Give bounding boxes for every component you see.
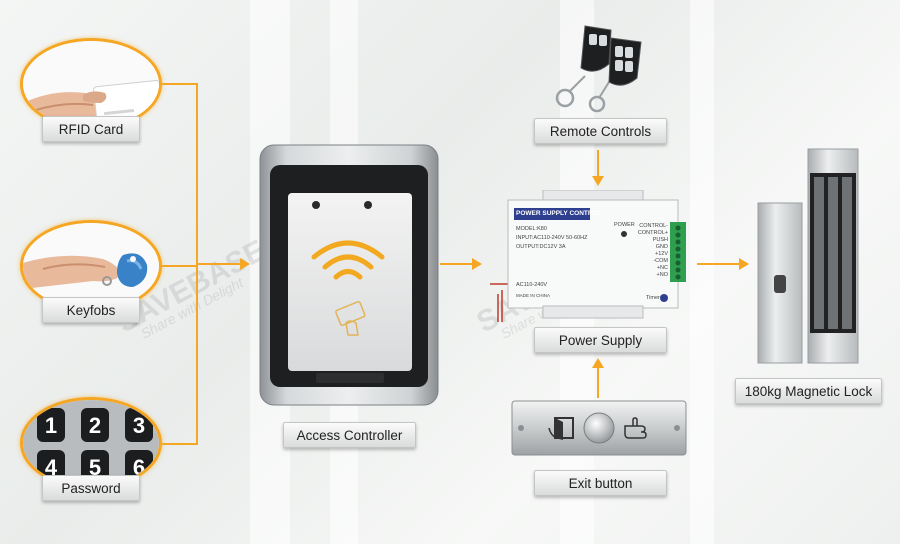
psu-output: OUTPUT:DC12V 3A (516, 244, 566, 250)
arrow-down-icon (592, 176, 604, 186)
power-supply-label: Power Supply (534, 327, 667, 353)
access-controller-device (258, 143, 440, 407)
connector-line (196, 263, 240, 265)
connector-line (440, 263, 472, 265)
svg-text:3: 3 (133, 413, 145, 438)
remote-controls-label: Remote Controls (534, 118, 667, 144)
rfid-waves-icon (311, 240, 385, 280)
magnetic-lock-label: 180kg Magnetic Lock (735, 378, 882, 404)
psu-terminal-label: GND (655, 244, 668, 250)
rfid-card-label: RFID Card (42, 116, 140, 142)
psu-terminal-label: CONTROL+ (637, 230, 668, 236)
psu-terminal-label: +12V (655, 251, 668, 257)
svg-text:4: 4 (45, 455, 58, 480)
arrow-right-icon (472, 258, 482, 270)
remote-controls-photo (545, 20, 655, 115)
svg-text:1: 1 (45, 413, 57, 438)
keyfobs-label: Keyfobs (42, 297, 140, 323)
connector-line (697, 263, 739, 265)
door-exit-icon (548, 417, 574, 440)
psu-terminal-label: -COM (653, 258, 668, 264)
connector-line (162, 265, 198, 267)
keypad-key: 1 (37, 408, 65, 442)
arrow-right-icon (240, 258, 250, 270)
connector-line (162, 443, 198, 445)
arrow-up-icon (592, 358, 604, 368)
psu-power-label: POWER (614, 222, 635, 228)
connector-line (597, 150, 599, 176)
exit-button-device (511, 400, 687, 456)
svg-text:5: 5 (89, 455, 101, 480)
psu-input: INPUT:AC110-240V 50-60HZ (516, 235, 588, 241)
keypad-key: 3 (125, 408, 153, 442)
psu-timer-label: Timer (646, 295, 660, 301)
psu-terminal-label: PUSH (652, 237, 668, 243)
password-label: Password (42, 475, 140, 501)
hand-press-icon (624, 417, 647, 439)
power-supply-device: POWER SUPPLY CONTROL POWER MODEL:K80 INP… (488, 189, 693, 324)
keyfobs-photo (20, 220, 162, 312)
connector-line (597, 368, 599, 398)
psu-terminal-label: +NO (656, 272, 668, 278)
psu-terminal-label: +NC (656, 265, 668, 271)
exit-button-label: Exit button (534, 470, 667, 496)
psu-title: POWER SUPPLY CONTROL (516, 210, 602, 217)
psu-ac-label: AC110-240V (516, 282, 548, 288)
psu-terminal-label: CONTROL- (639, 223, 668, 229)
bg-stripe (690, 0, 714, 544)
svg-text:2: 2 (89, 413, 101, 438)
connector-line (162, 83, 198, 85)
psu-model: MODEL:K80 (516, 226, 547, 232)
keypad-key: 2 (81, 408, 109, 442)
psu-made-in: MADE IN CHINA (516, 293, 551, 298)
arrow-right-icon (739, 258, 749, 270)
access-controller-label: Access Controller (283, 422, 416, 448)
card-hand-icon (335, 301, 366, 336)
magnetic-lock-device (752, 145, 864, 367)
